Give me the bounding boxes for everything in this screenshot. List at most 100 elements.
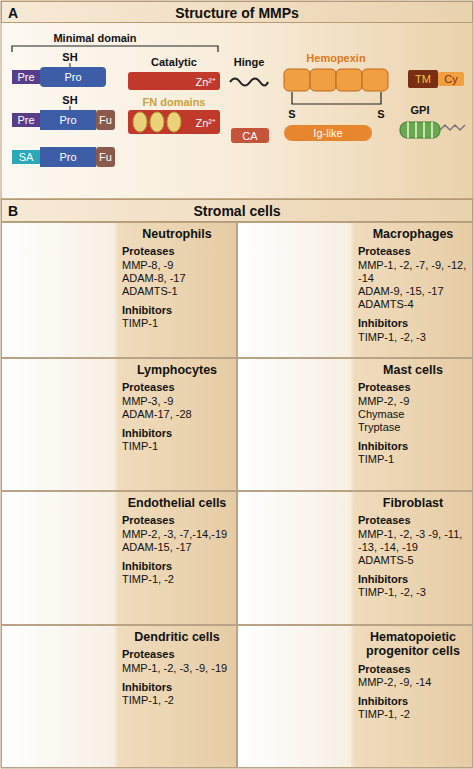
domain-box: Zn²⁺ (128, 110, 220, 134)
part-label: S (377, 108, 384, 120)
text-area: NeutrophilsProteasesMMP-8, -9ADAM-8, -17… (122, 227, 232, 353)
list-item: TIMP-1, -2 (122, 573, 232, 586)
cell-panel: Mast cellsProteasesMMP-2, -9ChymaseTrypt… (237, 358, 473, 491)
list-item: ADAM-17, -28 (122, 408, 232, 421)
domain-box: Pro (40, 110, 96, 130)
disulfide-bond (292, 92, 381, 104)
list-item: ADAM-9, -15, -17 (358, 285, 468, 298)
cell-panel: NeutrophilsProteasesMMP-8, -9ADAM-8, -17… (1, 222, 237, 358)
cell-panel: Dendritic cellsProteasesMMP-1, -2, -3, -… (1, 625, 237, 768)
domain-box: Zn²⁺ (128, 72, 220, 90)
part-label: S (288, 108, 295, 120)
cell-name: Fibroblast (358, 496, 468, 510)
list-item: TIMP-1, -2 (358, 708, 468, 721)
list-heading: Inhibitors (122, 560, 232, 573)
list-item: TIMP-1 (122, 440, 232, 453)
list-item: ADAM-15, -17 (122, 541, 232, 554)
domain-box: Fu (96, 110, 115, 130)
list-heading: Proteases (358, 381, 468, 394)
panel-title: Stromal cells (2, 203, 472, 219)
domain-label: SA (19, 151, 34, 163)
list-item: ADAM-8, -17 (122, 272, 232, 285)
list-item: MMP-8, -9 (122, 259, 232, 272)
hinge-line (230, 79, 268, 86)
domain-box: Fu (96, 147, 115, 167)
list-item: MMP-2, -3, -7,-14,-19 (122, 528, 232, 541)
text-area: Endothelial cellsProteasesMMP-2, -3, -7,… (122, 496, 232, 620)
cell-name: Macrophages (358, 227, 468, 241)
cell-name: Hematopoietic progenitor cells (358, 630, 468, 659)
gpi-anchor (400, 122, 440, 138)
cell-panel: MacrophagesProteasesMMP-1, -2, -7, -9, -… (237, 222, 473, 358)
domain-box: Pre (12, 113, 40, 127)
domain-box: Pro (40, 147, 96, 167)
list-item: TIMP-1 (358, 453, 468, 466)
domain-box: SA (12, 150, 40, 164)
domain-label: Cy (444, 73, 457, 85)
bracket (12, 46, 218, 52)
domain-label: Fu (99, 114, 112, 126)
hemopexin-blades (284, 69, 388, 91)
list-heading: Inhibitors (122, 427, 232, 440)
text-area: Mast cellsProteasesMMP-2, -9ChymaseTrypt… (358, 363, 468, 486)
list-item: MMP-2, -9 (358, 395, 468, 408)
domain-box: CA (231, 128, 269, 143)
domain-box: Pro (40, 67, 106, 87)
domain-label: TM (415, 73, 431, 85)
cell-name: Lymphocytes (122, 363, 232, 377)
list-heading: Proteases (358, 514, 468, 527)
panel-letter: B (8, 203, 18, 219)
domain-box: TM (408, 70, 438, 88)
list-item: MMP-3, -9 (122, 395, 232, 408)
domain-label: Pre (17, 71, 34, 83)
cell-panel: Hematopoietic progenitor cellsProteasesM… (237, 625, 473, 768)
text-area: FibroblastProteasesMMP-1, -2, -3 -9, -11… (358, 496, 468, 620)
domain-label: Pro (64, 71, 81, 83)
domain-label: Pro (59, 114, 76, 126)
list-item: Chymase (358, 408, 468, 421)
domain-label: Pro (59, 151, 76, 163)
domain-label: Fu (99, 151, 112, 163)
header-band: AStructure of MMPs (1, 1, 473, 23)
domain-label: CA (242, 130, 257, 142)
list-heading: Inhibitors (358, 317, 468, 330)
list-heading: Inhibitors (358, 440, 468, 453)
list-heading: Inhibitors (122, 304, 232, 317)
cell-panel: Endothelial cellsProteasesMMP-2, -3, -7,… (1, 491, 237, 625)
list-heading: Proteases (358, 663, 468, 676)
text-area: LymphocytesProteasesMMP-3, -9ADAM-17, -2… (122, 363, 232, 486)
cell-panel: FibroblastProteasesMMP-1, -2, -3 -9, -11… (237, 491, 473, 625)
list-item: ADAMTS-5 (358, 554, 468, 567)
gpi-stripes (408, 122, 432, 138)
domain-label: Ig-like (313, 127, 342, 139)
list-item: Tryptase (358, 421, 468, 434)
domain-label: Zn²⁺ (196, 115, 217, 130)
domain-label: Zn²⁺ (196, 74, 217, 89)
cell-name: Dendritic cells (122, 630, 232, 644)
cell-panel: LymphocytesProteasesMMP-3, -9ADAM-17, -2… (1, 358, 237, 491)
text-area: Hematopoietic progenitor cellsProteasesM… (358, 630, 468, 763)
list-heading: Proteases (122, 381, 232, 394)
list-item: TIMP-1, -2 (122, 694, 232, 707)
list-item: ADAMTS-1 (122, 285, 232, 298)
list-heading: Inhibitors (358, 695, 468, 708)
part-label: Hinge (234, 56, 265, 68)
panel-letter: A (8, 5, 18, 21)
list-item: MMP-1, -2, -3 -9, -11, -13, -14, -19 (358, 528, 468, 554)
cell-name: Endothelial cells (122, 496, 232, 510)
list-heading: Inhibitors (122, 681, 232, 694)
list-item: TIMP-1, -2, -3 (358, 331, 468, 344)
domain-box: Ig-like (284, 125, 372, 141)
part-label: FN domains (143, 96, 206, 108)
part-label: Hemopexin (306, 52, 365, 64)
cell-name: Neutrophils (122, 227, 232, 241)
list-item: TIMP-1 (122, 317, 232, 330)
part-label: Minimal domain (53, 32, 136, 44)
list-heading: Proteases (122, 514, 232, 527)
part-label: SH (62, 51, 77, 63)
domain-box: Cy (438, 72, 464, 86)
list-item: ADAMTS-4 (358, 298, 468, 311)
part-label: GPI (411, 104, 430, 116)
domain-label: Pre (17, 114, 34, 126)
part-label: SH (62, 94, 77, 106)
